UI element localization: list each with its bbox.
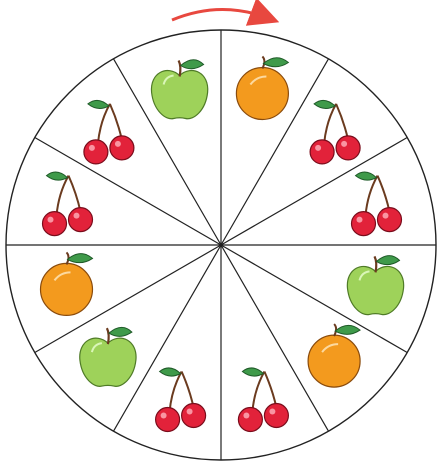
spin-direction-arrow-icon (172, 9, 268, 20)
